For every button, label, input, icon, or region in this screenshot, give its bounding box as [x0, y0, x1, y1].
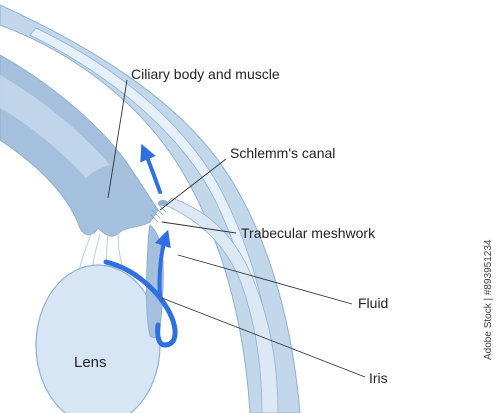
label-iris: Iris [369, 370, 388, 386]
ciliary-inner-layer [0, 75, 110, 178]
schlemms-canal [158, 200, 168, 206]
lens [35, 264, 161, 413]
label-schlemms-canal: Schlemm's canal [230, 145, 335, 161]
leader-fluid [177, 254, 353, 305]
leader-schlemm [159, 158, 227, 211]
fluid-arrow-exit [140, 143, 162, 194]
fluid-arrow-around-iris [103, 259, 178, 348]
label-ciliary-body: Ciliary body and muscle [131, 66, 280, 82]
leader-iris [161, 297, 366, 378]
label-trabecular-meshwork: Trabecular meshwork [241, 225, 376, 241]
stock-watermark-id: Adobe Stock | #893951234 [483, 239, 494, 360]
label-fluid: Fluid [358, 295, 388, 311]
leader-ciliary [107, 79, 128, 199]
trabecular-meshwork [149, 203, 167, 223]
label-lens: Lens [74, 354, 107, 371]
fluid-arrow-up [154, 229, 171, 298]
leader-trabecular [161, 221, 237, 234]
